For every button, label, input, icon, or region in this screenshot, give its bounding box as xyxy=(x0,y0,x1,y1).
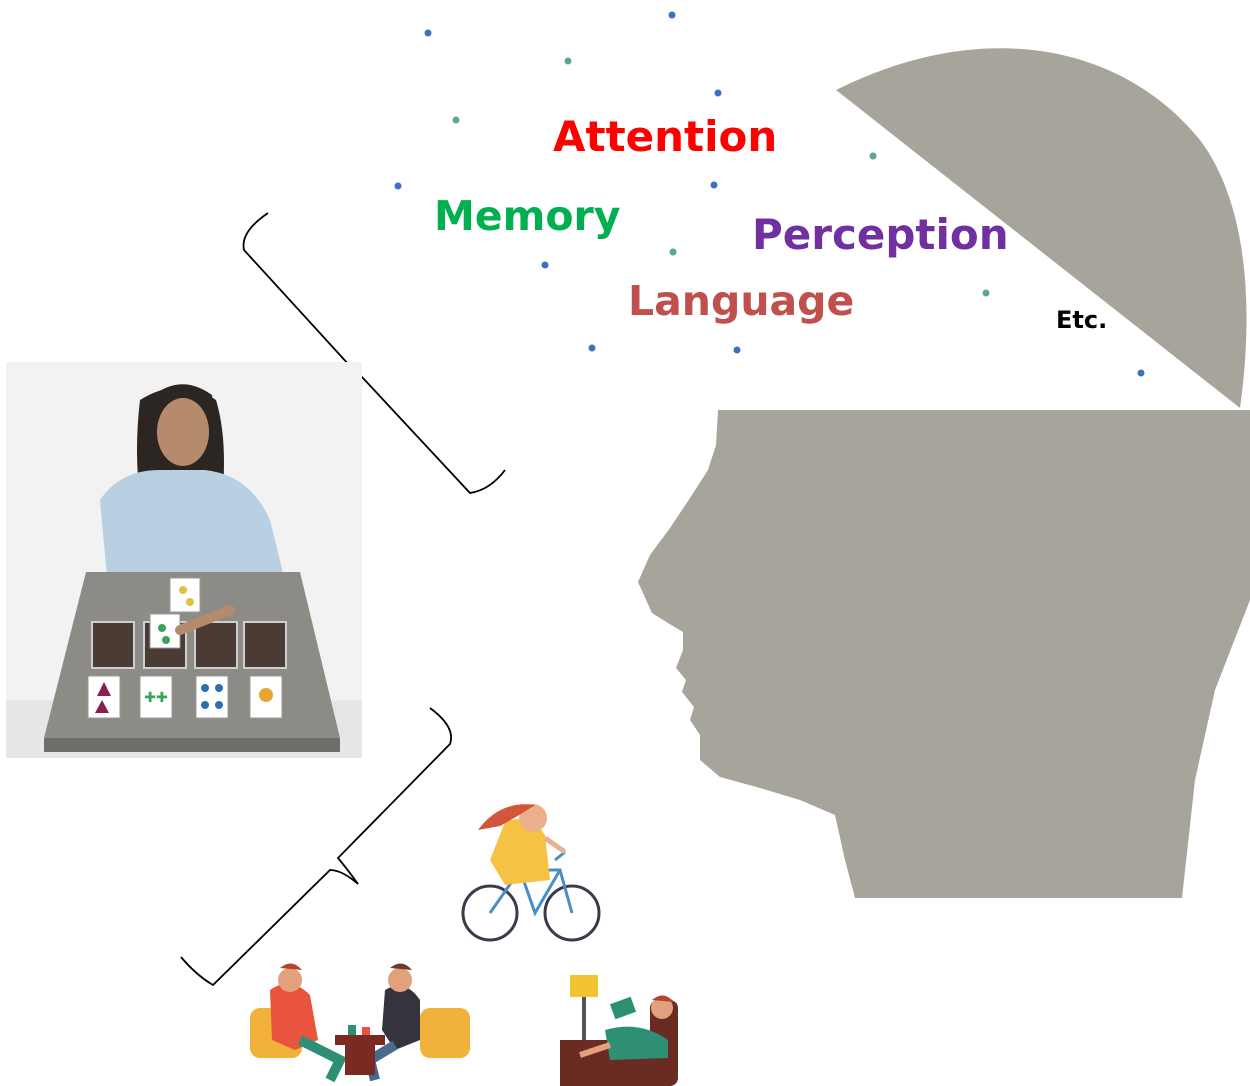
conversation-illustration xyxy=(250,963,470,1083)
head-skull-cap xyxy=(836,48,1247,408)
language-label: Language xyxy=(628,277,855,325)
lower-brace xyxy=(180,707,452,987)
svg-text:✚✚: ✚✚ xyxy=(144,690,167,706)
card-sorting-illustration: ✚✚ xyxy=(6,362,362,758)
etc-label: Etc. xyxy=(1056,306,1108,334)
head-silhouette xyxy=(638,410,1250,898)
cycling-illustration xyxy=(461,804,601,942)
thought-dots xyxy=(394,11,1145,377)
attention-label: Attention xyxy=(553,112,778,161)
perception-label: Perception xyxy=(752,210,1009,259)
memory-label: Memory xyxy=(434,192,621,240)
reading-illustration xyxy=(560,975,678,1086)
